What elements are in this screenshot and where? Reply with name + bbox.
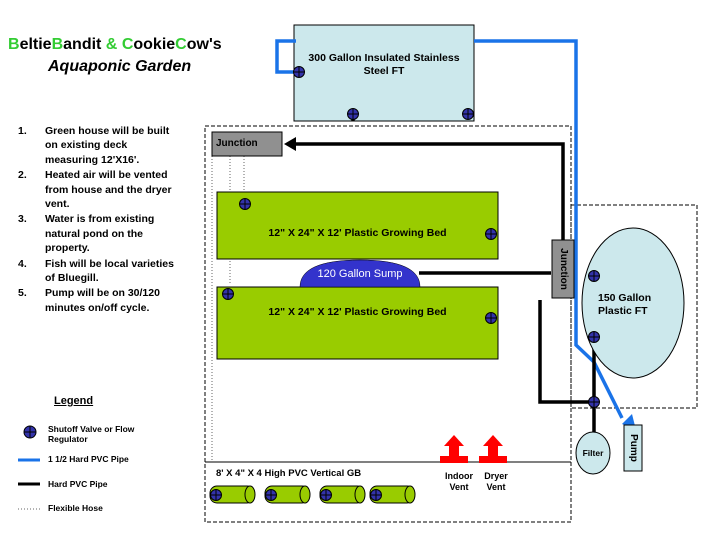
legend-black-pipe-label: Hard PVC Pipe bbox=[48, 479, 108, 489]
valve-icon bbox=[239, 198, 251, 210]
title-initial-c: C bbox=[121, 36, 134, 53]
blue-pipes bbox=[275, 39, 624, 419]
valve-icon bbox=[462, 108, 474, 120]
note-item: 4. Fish will be local varieties of Bluegi… bbox=[18, 257, 178, 286]
indoor-vent-icon bbox=[440, 435, 468, 463]
note-item: 1. Green house will be built on existing … bbox=[18, 124, 178, 167]
valves bbox=[210, 66, 600, 501]
tank-150-gallon bbox=[581, 227, 685, 379]
grow-bed-upper-label: 12" X 24" X 12' Plastic Growing Bed bbox=[268, 227, 447, 239]
greenhouse-outline bbox=[204, 125, 572, 523]
valve-icon bbox=[588, 270, 600, 282]
indoor-vent-label: Indoor Vent bbox=[445, 471, 473, 492]
grow-bed-lower bbox=[216, 286, 499, 360]
grow-tube-1 bbox=[209, 485, 256, 504]
tank-300-label: 300 Gallon Insulated Stainless Steel FT bbox=[308, 52, 460, 77]
valve-icon bbox=[347, 108, 359, 120]
legend-valve-icon bbox=[23, 425, 37, 439]
outdoor-area-outline bbox=[570, 204, 698, 409]
title-bandit-rest: andit bbox=[63, 36, 102, 53]
legend-valve-label: Shutoff Valve or Flow Regulator bbox=[48, 424, 135, 444]
diagram-subtitle: Aquaponic Garden bbox=[48, 58, 192, 75]
note-number: 3. bbox=[18, 213, 27, 226]
note-number: 4. bbox=[18, 257, 27, 270]
note-item: 3. Water is from existing natural pond on… bbox=[18, 212, 178, 255]
note-text: Green house will be built on existing de… bbox=[45, 125, 170, 166]
note-text: Fish will be local varieties of Bluegill… bbox=[45, 257, 174, 285]
valve-icon bbox=[370, 489, 382, 501]
vertical-grow-tubes bbox=[209, 485, 416, 504]
note-text: Pump will be on 30/120 minutes on/off cy… bbox=[45, 287, 160, 314]
valve-icon bbox=[320, 489, 332, 501]
junction-vertical bbox=[551, 239, 575, 299]
legend-blue-pipe-label: 1 1/2 Hard PVC Pipe bbox=[48, 454, 129, 464]
dryer-vent-label: Dryer Vent bbox=[484, 471, 508, 492]
note-number: 5. bbox=[18, 287, 27, 300]
title-cookie-rest: ookie bbox=[133, 36, 176, 53]
title-ampersand: & bbox=[101, 36, 122, 53]
grow-bed-lower-label: 12" X 24" X 12' Plastic Growing Bed bbox=[268, 306, 447, 318]
note-text: Heated air will be vented from house and… bbox=[45, 169, 172, 211]
legend-title: Legend bbox=[54, 395, 94, 407]
black-pipe-arrow bbox=[284, 137, 296, 151]
note-item: 5. Pump will be on 30/120 minutes on/off … bbox=[18, 286, 178, 315]
tank-150-label: 150 Gallon Plastic FT bbox=[598, 292, 652, 317]
valve-icon bbox=[210, 489, 222, 501]
valve-icon bbox=[485, 312, 497, 324]
junction-top-label: Junction bbox=[216, 138, 258, 149]
notes-list: 1. Green house will be built on existing … bbox=[18, 124, 178, 316]
filter-label: Filter bbox=[582, 448, 604, 458]
title-cows-rest: ow's bbox=[186, 36, 222, 53]
title-initial-c2: C bbox=[175, 36, 187, 53]
legend-hose-label: Flexible Hose bbox=[48, 503, 103, 513]
note-number: 2. bbox=[18, 169, 27, 182]
note-number: 1. bbox=[18, 125, 27, 137]
valve-icon bbox=[265, 489, 277, 501]
grow-tube-4 bbox=[369, 485, 416, 504]
dryer-vent-icon bbox=[479, 435, 507, 463]
pump-label: Pump bbox=[628, 434, 639, 462]
sump-tank bbox=[299, 259, 421, 288]
filter bbox=[575, 431, 611, 475]
diagram-title: BeltieBandit & CookieCow's bbox=[8, 36, 222, 54]
title-initial-b2: B bbox=[51, 36, 64, 53]
title-initial-b: B bbox=[8, 36, 20, 53]
note-text: Water is from existing natural pond on t… bbox=[45, 213, 155, 255]
junction-vertical-label: Junction bbox=[558, 248, 569, 290]
title-beltie-rest: eltie bbox=[19, 36, 52, 53]
valve-icon bbox=[222, 288, 234, 300]
sump-label: 120 Gallon Sump bbox=[317, 268, 403, 280]
valve-icon bbox=[588, 396, 600, 408]
note-item: 2. Heated air will be vented from house a… bbox=[18, 168, 178, 211]
vertical-gb-label: 8' X 4" X 4 High PVC Vertical GB bbox=[216, 468, 362, 479]
junction-top bbox=[211, 131, 283, 157]
tank-300-gallon bbox=[293, 24, 475, 122]
grow-tube-2 bbox=[264, 485, 311, 504]
valve-icon bbox=[293, 66, 305, 78]
pump bbox=[623, 424, 643, 472]
grow-tube-3 bbox=[319, 485, 366, 504]
valve-icon bbox=[485, 228, 497, 240]
grow-bed-upper bbox=[216, 191, 499, 260]
valve-icon bbox=[588, 331, 600, 343]
